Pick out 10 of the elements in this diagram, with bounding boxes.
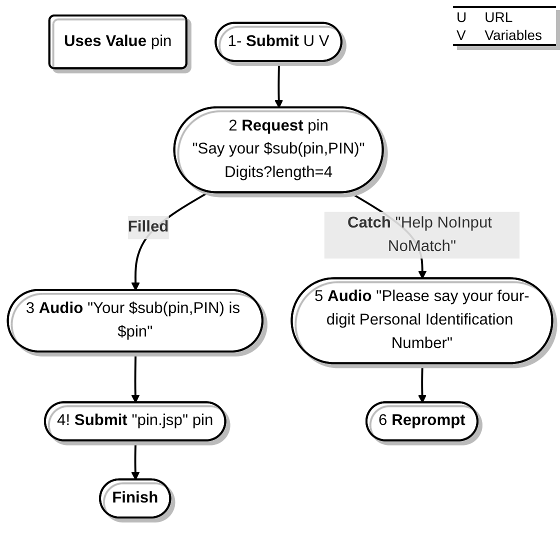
definition-text: Variables (480, 26, 556, 45)
abbreviation-text: U (452, 7, 481, 26)
definition-text: URL (480, 7, 556, 26)
edge-label: Catch "Help NoInput NoMatch" (348, 214, 492, 255)
arrow (274, 61, 284, 108)
arrow (131, 352, 140, 404)
arrow (131, 440, 140, 480)
arrow (418, 364, 427, 404)
edge-label: Filled (128, 218, 169, 236)
abbreviation-text: V (452, 26, 481, 45)
